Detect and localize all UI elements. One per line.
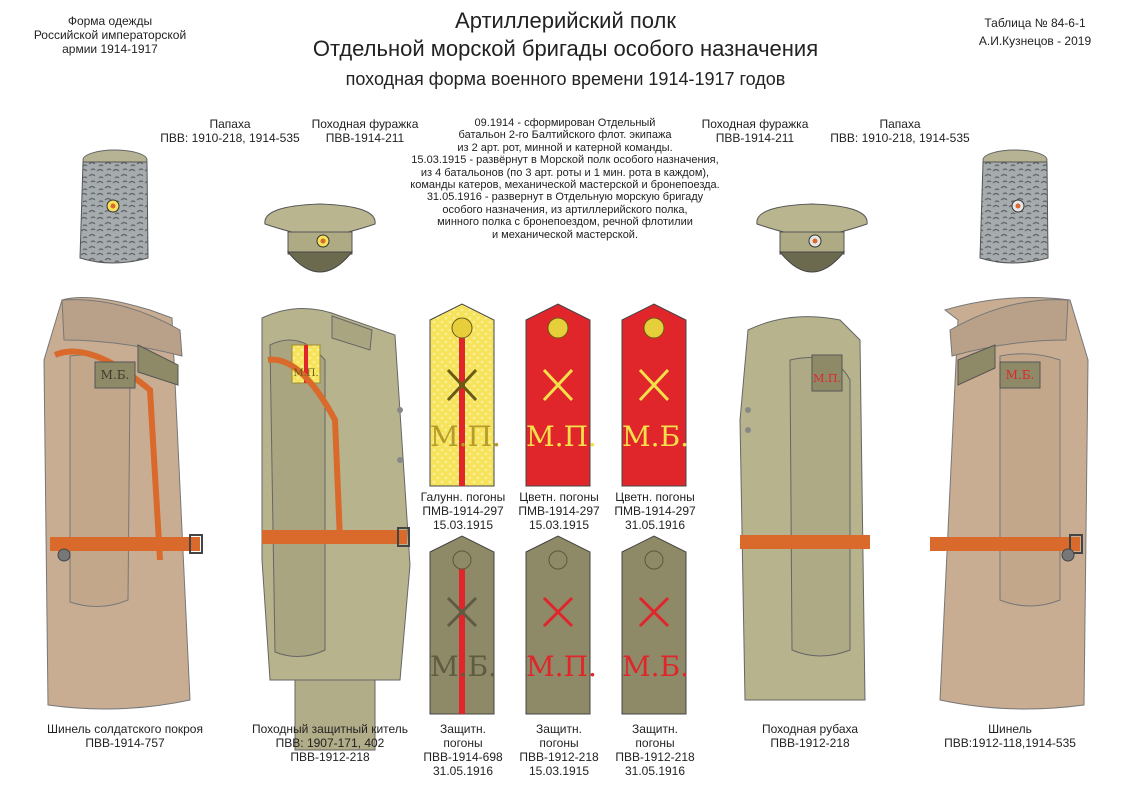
caption-line: ПВВ-1912-218: [615, 750, 695, 764]
caption-line: ПВВ: 1907-171, 402: [275, 736, 385, 750]
caption-line: Галунн. погоны: [420, 490, 506, 504]
caption-line: Цветн. погоны: [519, 490, 599, 504]
caption-line: 15.03.1915: [432, 518, 494, 532]
caption-line: ПВВ-1912-218: [770, 736, 850, 750]
caption-line: ПВВ-1914-698: [423, 750, 503, 764]
caption-line: ПМВ-1914-297: [422, 504, 504, 518]
history-line: минного полка с бронепоездом, речной фло…: [437, 216, 693, 229]
garment-caption-greatcoat-left: Шинель солдатского покроя ПВВ-1914-757: [20, 722, 230, 750]
board-cipher-6: М.Б.: [622, 650, 690, 683]
board-caption-2: Цветн. погоны ПМВ-1914-297 15.03.1915: [516, 490, 602, 532]
garment-caption-greatcoat-right: Шинель ПВВ:1912-118,1914-535: [915, 722, 1105, 750]
caption-line: 15.03.1915: [528, 518, 590, 532]
author-credit: А.И.Кузнецов - 2019: [978, 34, 1092, 48]
label-line: Походная фуражка: [701, 117, 809, 131]
caption-line: 31.05.1916: [624, 764, 686, 778]
sleeve-cipher-4: М.Б.: [1005, 368, 1035, 382]
page-subtitle: походная форма военного времени 1914-191…: [345, 69, 786, 89]
field-cap-left: [264, 203, 376, 273]
board-cipher-5: М.П.: [526, 650, 597, 683]
board-caption-6: Защитн. погоны ПВВ-1912-218 31.05.1916: [612, 722, 698, 778]
caption-line: Шинель: [988, 722, 1032, 736]
field-tunic: [261, 308, 411, 751]
field-cap-right: [756, 203, 868, 273]
board-caption-4: Защитн. погоны ПВВ-1914-698 31.05.1916: [420, 722, 506, 778]
board-caption-3: Цветн. погоны ПМВ-1914-297 31.05.1916: [612, 490, 698, 532]
board-cipher-1: М.П.: [430, 420, 501, 453]
header-left-line: армии 1914-1917: [62, 42, 158, 56]
label-line: Папаха: [879, 117, 921, 131]
header-left-line: Форма одежды: [67, 14, 153, 28]
caption-line: Цветн. погоны: [615, 490, 695, 504]
sleeve-cipher-2: М.П.: [293, 368, 319, 379]
shoulder-board-khaki-1: [429, 535, 495, 715]
papakha-right: [979, 149, 1049, 264]
table-number: Таблица № 84-6-1: [984, 16, 1086, 30]
caption-line: 31.05.1916: [432, 764, 494, 778]
label-line: Папаха: [209, 117, 251, 131]
history-line: из 4 батальонов (по 3 арт. роты и 1 мин.…: [420, 166, 710, 179]
sleeve-cipher-1: М.Б.: [100, 368, 130, 382]
garment-caption-tunic: Походный защитный китель ПВВ: 1907-171, …: [240, 722, 420, 764]
history-note: 09.1914 - сформирован Отдельный батальон…: [365, 117, 765, 241]
history-line: особого назначения, из артиллерийского п…: [442, 203, 688, 216]
caption-line: Защитн. погоны: [440, 722, 486, 750]
field-shirt: [739, 316, 870, 701]
history-line: и механической мастерской.: [491, 228, 639, 241]
caption-line: Шинель солдатского покроя: [47, 722, 203, 736]
label-line: Походная фуражка: [311, 117, 419, 131]
caption-line: Походная рубаха: [761, 722, 859, 736]
history-line: 09.1914 - сформирован Отдельный: [474, 117, 656, 129]
caption-line: ПВВ-1912-218: [290, 750, 370, 764]
caption-line: Защитн. погоны: [632, 722, 678, 750]
header-left-line: Российской императорской: [33, 28, 187, 42]
papakha-left: [79, 149, 149, 264]
shoulder-board-galloon: [429, 303, 495, 487]
label-line: ПВВ-1914-211: [715, 131, 795, 145]
page-title-line2: Отдельной морской бригады особого назнач…: [312, 36, 819, 61]
shoulder-board-colored-mp: [525, 303, 591, 487]
page-title-line1: Артиллерийский полк: [455, 8, 676, 33]
greatcoat-left: [43, 297, 203, 710]
history-line: 15.03.1915 - развёрнут в Морской полк ос…: [411, 154, 719, 167]
board-caption-5: Защитн. погоны ПВВ-1912-218 15.03.1915: [516, 722, 602, 778]
greatcoat-right: [930, 297, 1089, 710]
label-line: ПВВ: 1910-218, 1914-535: [160, 131, 300, 145]
label-papakha-right: Папаха ПВВ: 1910-218, 1914-535: [810, 117, 990, 145]
label-line: ПВВ: 1910-218, 1914-535: [830, 131, 970, 145]
shoulder-board-khaki-2: [525, 535, 591, 715]
shoulder-board-colored-mb: [621, 303, 687, 487]
caption-line: Защитн. погоны: [536, 722, 582, 750]
header-right: Таблица № 84-6-1 А.И.Кузнецов - 2019: [950, 14, 1120, 50]
header-left: Форма одежды Российской императорской ар…: [0, 14, 220, 56]
garment-caption-shirt: Походная рубаха ПВВ-1912-218: [730, 722, 890, 750]
history-line: из 2 арт. рот, минной и катерной команды…: [457, 141, 673, 154]
caption-line: ПМВ-1914-297: [518, 504, 600, 518]
history-line: 31.05.1916 - развернут в Отдельную морск…: [426, 191, 704, 204]
caption-line: ПМВ-1914-297: [614, 504, 696, 518]
board-caption-1: Галунн. погоны ПМВ-1914-297 15.03.1915: [420, 490, 506, 532]
caption-line: 31.05.1916: [624, 518, 686, 532]
caption-line: ПВВ-1912-218: [519, 750, 599, 764]
sleeve-cipher-3: М.П.: [813, 372, 841, 385]
caption-line: 15.03.1915: [528, 764, 590, 778]
board-cipher-3: М.Б.: [622, 420, 690, 453]
label-line: ПВВ-1914-211: [325, 131, 405, 145]
label-cap-right: Походная фуражка ПВВ-1914-211: [690, 117, 820, 145]
shoulder-board-khaki-3: [621, 535, 687, 715]
board-cipher-2: М.П.: [526, 420, 597, 453]
caption-line: ПВВ:1912-118,1914-535: [944, 736, 1076, 750]
label-cap-left: Походная фуражка ПВВ-1914-211: [300, 117, 430, 145]
label-papakha-left: Папаха ПВВ: 1910-218, 1914-535: [140, 117, 320, 145]
history-line: батальон 2-го Балтийского флот. экипажа: [458, 129, 672, 142]
history-line: команды катеров, механической мастерской…: [410, 179, 720, 192]
caption-line: ПВВ-1914-757: [85, 736, 165, 750]
board-cipher-4: М.Б.: [430, 650, 498, 683]
caption-line: Походный защитный китель: [251, 722, 409, 736]
